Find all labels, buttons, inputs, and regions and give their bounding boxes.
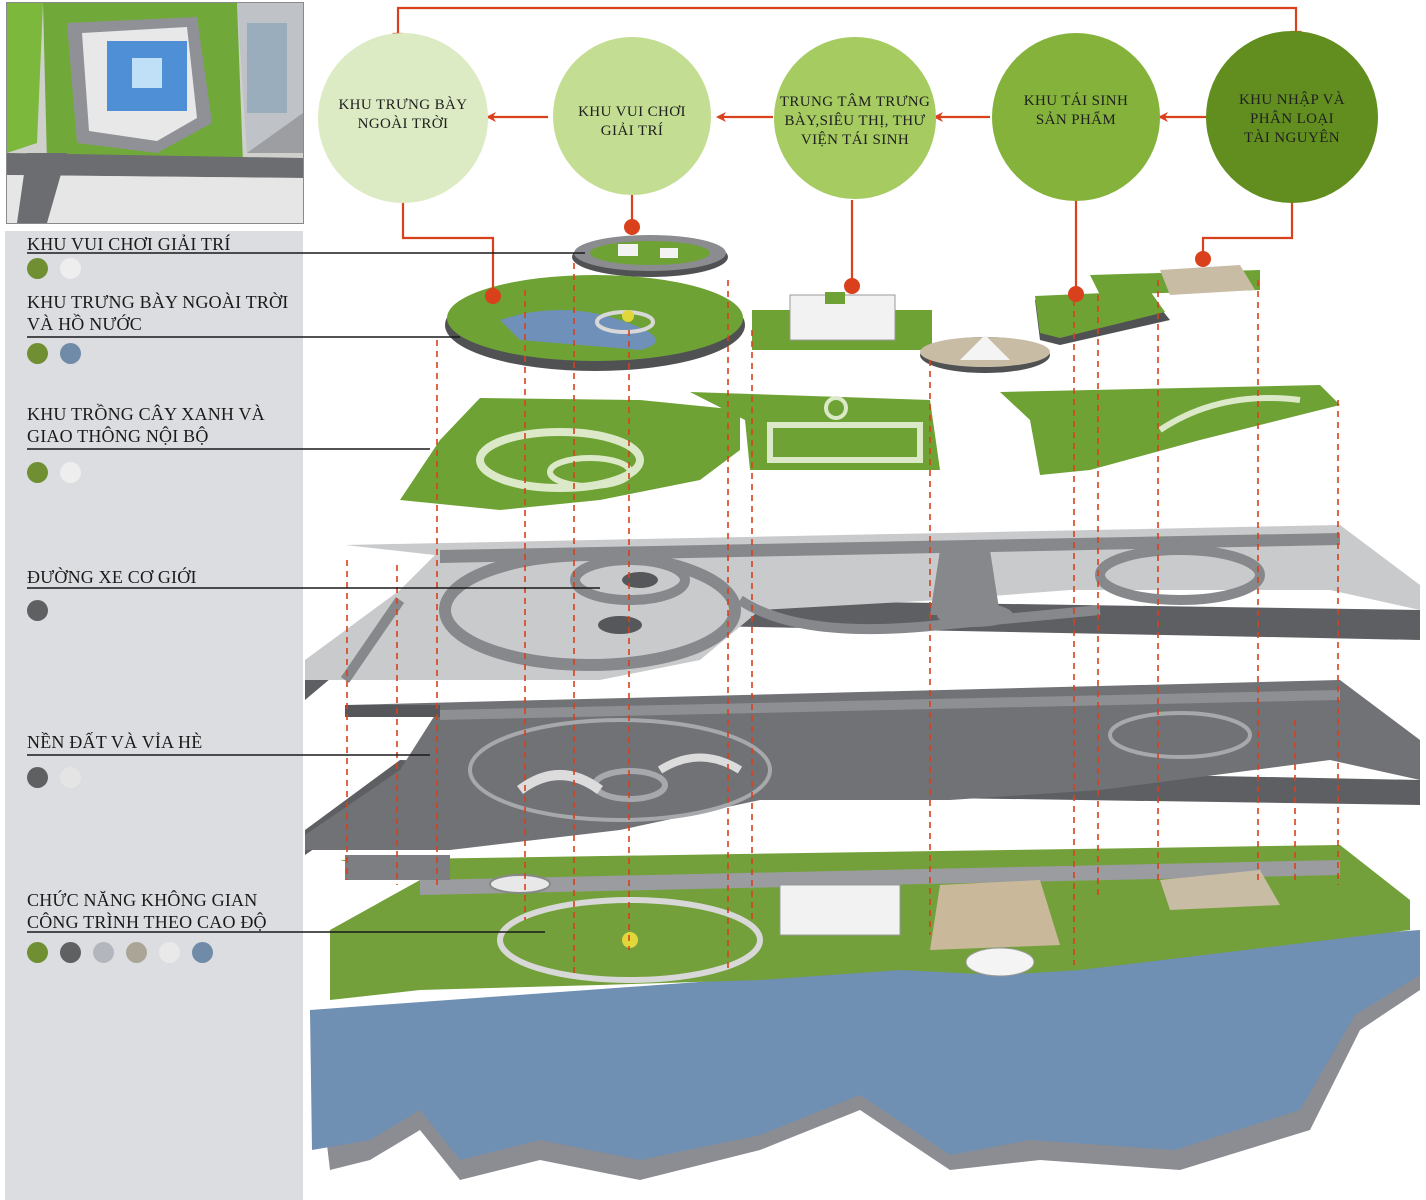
flow-circle-label-line: VIỆN TÁI SINH (800, 132, 910, 148)
legend-swatch (60, 942, 81, 963)
legend-panel (5, 231, 303, 1200)
layer-ground (305, 680, 1420, 855)
site-plan-inset-map (7, 3, 303, 223)
legend-swatch (60, 767, 81, 788)
flow-circle-label-line: KHU TÁI SINH (1023, 93, 1129, 109)
legend-label-line: KHU VUI CHƠI GIẢI TRÍ (27, 234, 231, 254)
legend-swatch (60, 258, 81, 279)
legend-label-line: NỀN ĐẤT VÀ VỈA HÈ (27, 732, 203, 752)
node-outdoor-exhibition (485, 288, 501, 304)
legend-item-vehicle-roads: ĐƯỜNG XE CƠ GIỚI (27, 566, 197, 588)
legend-label-line: GIAO THÔNG NỘI BỘ (27, 426, 209, 446)
flow-circle-regeneration (992, 33, 1160, 201)
flow-circle-label-line: KHU NHẬP VÀ (1238, 92, 1346, 108)
layer-base-function (310, 845, 1420, 1180)
flow-circle-label-line: GIẢI TRÍ (600, 123, 664, 139)
legend-label-line: CHỨC NĂNG KHÔNG GIAN (27, 890, 258, 910)
legend-label-line: KHU TRƯNG BÀY NGOÀI TRỜI (27, 292, 289, 312)
site-plan-inset (6, 2, 304, 224)
node-center (844, 278, 860, 294)
legend-swatch (27, 942, 48, 963)
node-regeneration (1068, 286, 1084, 302)
layer-roads (305, 525, 1420, 700)
flow-connectors (392, 6, 1302, 295)
legend-swatch (27, 343, 48, 364)
flow-circle-label-line: TRUNG TÂM TRƯNG (779, 94, 931, 110)
flow-circle-label-line: TÀI NGUYÊN (1243, 130, 1341, 146)
legend-swatch (60, 462, 81, 483)
flow-circle-label: KHU TRƯNG BÀY NGOÀI TRỜI (318, 96, 488, 134)
flow-circle-exhibition-center (774, 37, 936, 199)
layer-green-internal-roads (400, 385, 1340, 510)
legend-swatch (126, 942, 147, 963)
flow-circle-label: KHU VUI CHƠI GIẢI TRÍ (553, 103, 711, 141)
legend-swatch (60, 343, 81, 364)
legend-swatch (27, 462, 48, 483)
legend-label-line: ĐƯỜNG XE CƠ GIỚI (27, 567, 197, 587)
legend-item-entertainment: KHU VUI CHƠI GIẢI TRÍ (27, 233, 231, 255)
node-entertainment (624, 219, 640, 235)
flow-circle-outdoor-exhibition (318, 33, 488, 203)
flow-circle-label: TRUNG TÂM TRƯNG BÀY,SIÊU THỊ, THƯ VIỆN TÁI… (774, 93, 936, 150)
flow-circle-entertainment (553, 37, 711, 195)
legend-swatch (93, 942, 114, 963)
flow-circle-label-line: BÀY,SIÊU THỊ, THƯ (784, 113, 926, 129)
legend-leaders (27, 252, 600, 933)
flow-circle-label: KHU TÁI SINH SẢN PHẨM (992, 92, 1160, 130)
legend-label-line: CÔNG TRÌNH THEO CAO ĐỘ (27, 912, 267, 932)
flow-circle-label-line: KHU TRƯNG BÀY (338, 97, 468, 113)
legend-label-line: VÀ HỒ NƯỚC (27, 314, 142, 334)
dashed-guides (346, 263, 1339, 975)
flow-circle-label-line: KHU VUI CHƠI (578, 104, 686, 120)
legend-item-ground-sidewalk: NỀN ĐẤT VÀ VỈA HÈ (27, 731, 202, 753)
legend-swatch (27, 600, 48, 621)
legend-label-line: KHU TRỒNG CÂY XANH VÀ (27, 404, 265, 424)
legend-swatch (27, 767, 48, 788)
layer-functions (445, 235, 1260, 373)
flow-circle-label: KHU NHẬP VÀ PHÂN LOẠI TÀI NGUYÊN (1206, 91, 1378, 148)
flow-circle-label-line: SẢN PHẨM (1035, 112, 1117, 128)
flow-circle-label-line: NGOÀI TRỜI (357, 116, 449, 132)
legend-swatch (27, 258, 48, 279)
connection-nodes (485, 219, 1211, 304)
legend-swatch (159, 942, 180, 963)
flow-circle-resource-intake (1206, 31, 1378, 203)
node-intake (1195, 251, 1211, 267)
legend-swatch (192, 942, 213, 963)
flow-circle-label-line: PHÂN LOẠI (1249, 111, 1334, 127)
